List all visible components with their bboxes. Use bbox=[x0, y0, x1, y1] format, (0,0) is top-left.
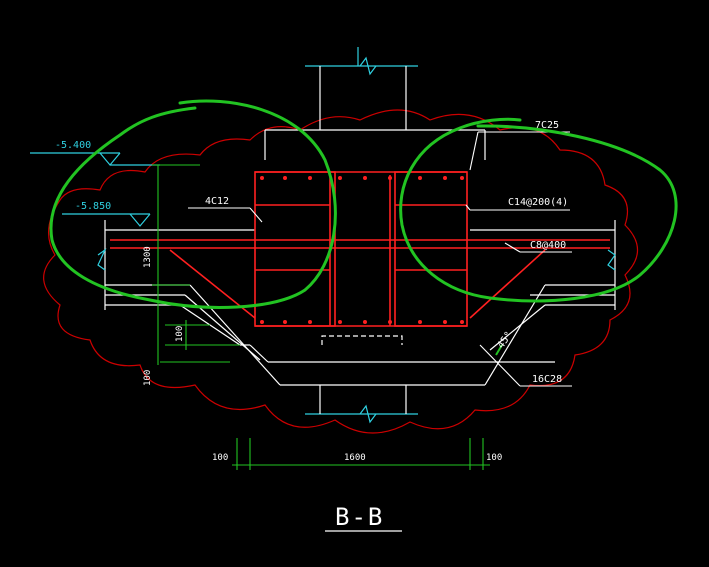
column-outline bbox=[319, 66, 407, 414]
dim-100-right: 100 bbox=[486, 453, 502, 463]
dim-100-a: 100 bbox=[175, 326, 185, 342]
dim-100-b: 100 bbox=[143, 370, 153, 386]
distribution-label: C8@400 bbox=[530, 240, 566, 251]
top-bars-label: 7C25 bbox=[535, 120, 559, 131]
rebar-dots bbox=[260, 176, 464, 324]
dim-100-left: 100 bbox=[212, 453, 228, 463]
markup-circle-left bbox=[49, 99, 337, 309]
column-top bbox=[305, 47, 418, 424]
dimension-lines bbox=[152, 164, 490, 470]
pit-block bbox=[321, 335, 403, 345]
dim-1600: 1600 bbox=[344, 453, 366, 463]
elevation-top-label: -5.400 bbox=[55, 140, 91, 151]
stirrups-label: C14@200(4) bbox=[508, 197, 568, 208]
markup-circle-right bbox=[399, 117, 678, 303]
rebar-cage bbox=[110, 171, 610, 327]
leader-lines bbox=[188, 131, 572, 387]
section-title: B-B bbox=[335, 503, 384, 531]
elevation-second-label: -5.850 bbox=[75, 201, 111, 212]
bottom-bars-label: 16C28 bbox=[532, 374, 562, 385]
revision-cloud bbox=[43, 109, 639, 434]
elevation-markers bbox=[30, 152, 160, 227]
dim-1300: 1300 bbox=[143, 246, 153, 268]
left-bars-label: 4C12 bbox=[205, 196, 229, 207]
